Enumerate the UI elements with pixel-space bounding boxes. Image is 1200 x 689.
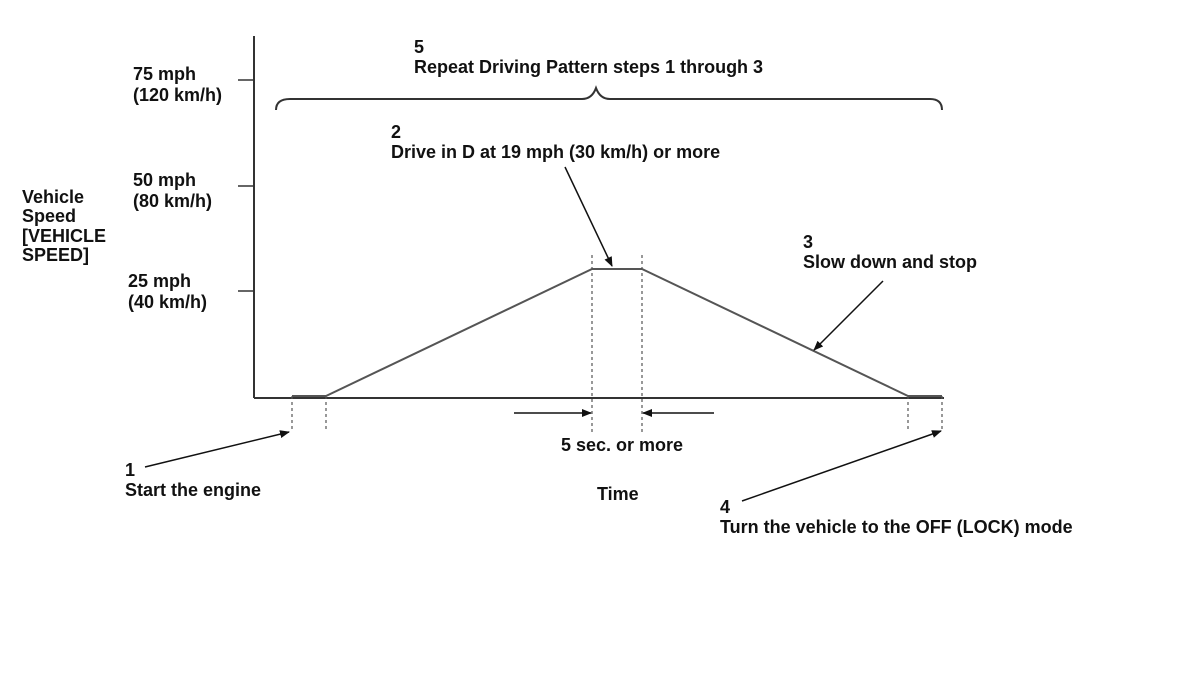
y-tick-label-50-kmh: (80 km/h) <box>133 191 212 211</box>
y-tick-label-50-mph: 50 mph <box>133 170 196 190</box>
y-tick-label-75-mph: 75 mph <box>133 64 196 84</box>
step-1-text: Start the engine <box>125 480 261 500</box>
step-2-text: Drive in D at 19 mph (30 km/h) or more <box>391 142 720 162</box>
step-2-number: 2 <box>391 122 401 142</box>
step-1-leader-arrow <box>144 430 290 468</box>
step-4-text: Turn the vehicle to the OFF (LOCK) mode <box>720 517 1073 537</box>
y-tick-label-75-kmh: (120 km/h) <box>133 85 222 105</box>
step-1-number: 1 <box>125 460 135 480</box>
y-axis-label-line-2: Speed <box>22 206 76 226</box>
step-4-number: 4 <box>720 497 730 517</box>
speed-profile-line <box>292 268 942 397</box>
step-3-leader-arrow <box>813 280 884 351</box>
y-tick-label-25-kmh: (40 km/h) <box>128 292 207 312</box>
step-5-text: Repeat Driving Pattern steps 1 through 3 <box>414 57 763 77</box>
y-axis-label-line-1: Vehicle <box>22 187 84 207</box>
y-axis-label-line-3: [VEHICLE <box>22 226 106 246</box>
step-2-leader-arrow <box>564 166 613 267</box>
step-4-leader-arrow <box>741 430 942 502</box>
y-axis-label-line-4: SPEED] <box>22 245 89 265</box>
step-3-number: 3 <box>803 232 813 252</box>
step-5-number: 5 <box>414 37 424 57</box>
repeat-brace <box>275 85 943 111</box>
step-3-text: Slow down and stop <box>803 252 977 272</box>
duration-note: 5 sec. or more <box>561 435 683 455</box>
y-tick-label-25-mph: 25 mph <box>128 271 191 291</box>
x-axis-label: Time <box>597 484 639 504</box>
